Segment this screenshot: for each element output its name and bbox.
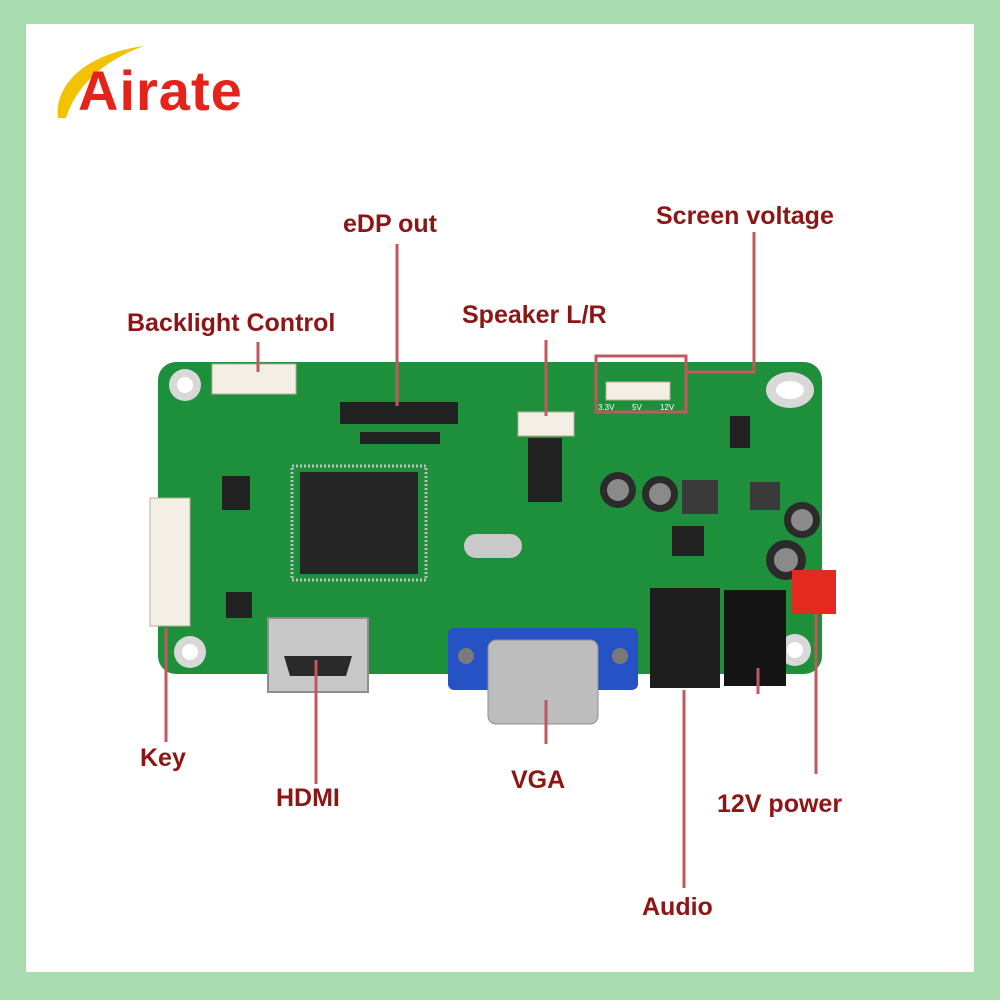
label-audio: Audio [642,893,713,921]
brand-name: Airate [78,59,243,122]
key-connector [149,497,191,627]
capacitor [784,502,820,538]
brand-logo: Airate [44,36,304,126]
pcb-board [158,362,822,674]
mounting-hole-icon [169,369,201,401]
edp-header [340,402,458,444]
label-12v-power: 12V power [717,790,843,818]
label-backlight-control: Backlight Control [127,309,336,337]
airate-swoosh-icon [57,46,144,118]
hdmi-connector [267,617,369,693]
pointer-lines [164,232,818,888]
main-chip [300,472,418,574]
voltage-jumper [605,381,671,401]
audio-jack [650,588,720,688]
vga-connector [448,628,638,725]
ic-chip [226,592,252,618]
mounting-hole-icon [766,372,814,408]
ic-chip [730,416,750,448]
inductor [682,480,718,514]
label-edp-out: eDP out [343,210,437,238]
ic-chip [222,476,250,510]
ic-chip [672,526,704,556]
label-hdmi: HDMI [276,784,340,812]
ic-chip [528,438,562,502]
jumper-mark-3v3: 3.3V [598,403,615,412]
mounting-hole-icon [779,634,811,666]
power-connector [792,570,836,614]
label-vga: VGA [511,766,566,794]
jumper-mark-5v: 5V [632,403,642,412]
power-jack [724,590,786,686]
speaker-connector [517,411,575,437]
mounting-hole-icon [174,636,206,668]
label-screen-voltage: Screen voltage [656,202,834,230]
jumper-mark-12v: 12V [660,403,675,412]
capacitor [600,472,636,508]
backlight-connector [211,363,297,395]
label-speaker-lr: Speaker L/R [462,301,607,329]
inductor [750,482,780,510]
label-key: Key [140,744,186,772]
capacitor [642,476,678,512]
crystal [464,534,522,558]
